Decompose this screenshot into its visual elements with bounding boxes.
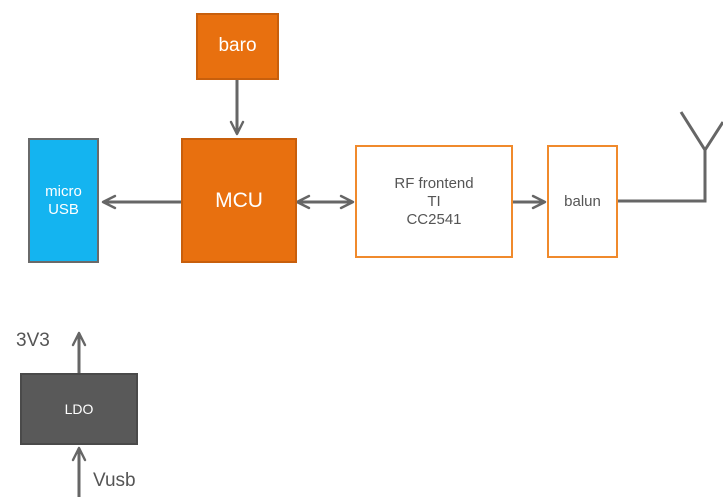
label-vusb: Vusb bbox=[93, 470, 136, 491]
ldo-label: LDO bbox=[64, 400, 94, 417]
mcu-block: MCU bbox=[181, 138, 297, 263]
baro-label: baro bbox=[218, 35, 257, 57]
antenna-icon bbox=[679, 111, 723, 151]
balun-block: balun bbox=[547, 145, 618, 258]
antenna-feed-line bbox=[618, 150, 707, 203]
ldo-block: LDO bbox=[20, 373, 138, 445]
micro-usb-label: micro USB bbox=[45, 182, 82, 218]
label-3v3: 3V3 bbox=[16, 330, 50, 351]
rf-frontend-label: RF frontend TI CC2541 bbox=[394, 174, 474, 228]
baro-block: baro bbox=[196, 13, 279, 80]
balun-label: balun bbox=[564, 192, 601, 210]
mcu-label: MCU bbox=[215, 188, 263, 212]
rf-frontend-block: RF frontend TI CC2541 bbox=[355, 145, 513, 258]
micro-usb-block: micro USB bbox=[28, 138, 99, 263]
